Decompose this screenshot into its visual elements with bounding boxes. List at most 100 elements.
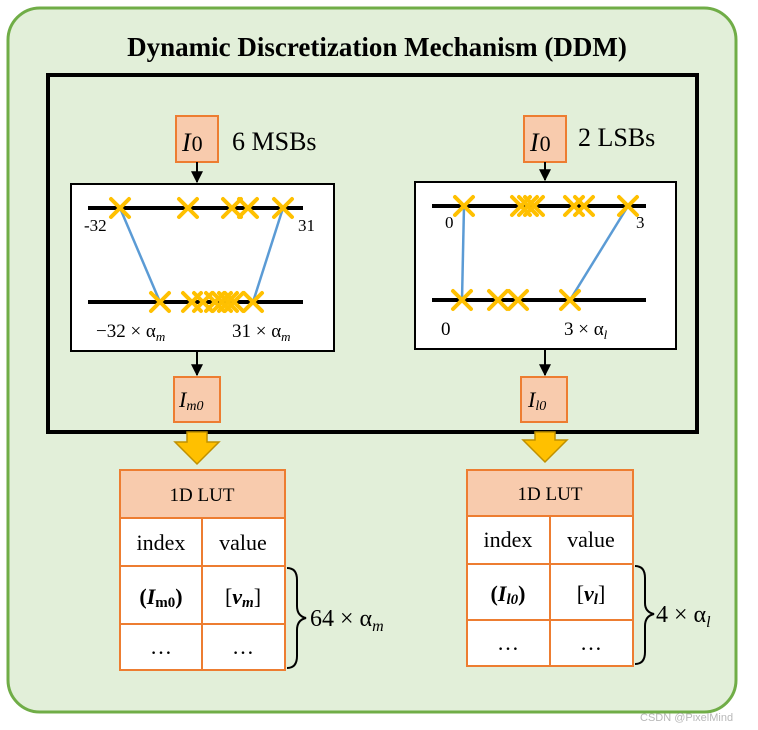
lut-left-col-value: value	[219, 530, 267, 555]
svg-text:I0: I0	[529, 128, 551, 157]
msb-bottom-left-label: −32 × α	[96, 321, 156, 342]
lut-left-size-sub: m	[372, 618, 384, 635]
svg-text:Il0: Il0	[527, 387, 546, 414]
lut-left-value-open: [	[225, 584, 232, 609]
watermark: CSDN @PixelMind	[640, 712, 733, 724]
lsb-bottom-marker	[451, 289, 473, 311]
lsb-bottom-markers	[451, 289, 581, 311]
lsb-output-symbol: I	[527, 387, 537, 412]
msb-top-marker	[221, 197, 243, 219]
lut-left-size-label: 64 × α	[310, 606, 373, 632]
lut-right-ellipsis-index: …	[497, 630, 519, 655]
lut-right-size-brace	[634, 565, 655, 665]
msb-map-line-left	[118, 207, 162, 303]
lsb-input-subscript: 0	[540, 131, 551, 156]
lut-left-index-symbol: I	[146, 584, 157, 609]
lsb-bottom-marker	[559, 289, 581, 311]
msb-top-right-tick: 31	[298, 216, 315, 235]
lut-right-ellipsis-value: …	[580, 630, 602, 655]
lut-right-value-entry-cell	[549, 563, 634, 621]
lut-left-value-symbol: v	[232, 584, 242, 609]
lut-right-size-sub: l	[706, 614, 711, 631]
lsb-top-marker	[453, 195, 475, 217]
lut-left-index-more-cell	[119, 623, 203, 671]
svg-text:[vl]: [vl]	[577, 581, 606, 608]
lsb-bottom-marker	[507, 289, 529, 311]
lut-left-value-more-cell	[201, 623, 286, 671]
msb-bottom-marker	[149, 291, 171, 313]
lut-left-ellipsis-index: …	[150, 634, 172, 659]
msb-output-symbol: I	[178, 387, 188, 412]
lut-right-header: 1D LUT	[518, 484, 583, 505]
lsb-map-line-right	[568, 205, 630, 301]
lut-right-index-subscript: l0	[506, 592, 518, 608]
lut-left-header-cell	[119, 469, 286, 519]
msb-top-marker	[237, 197, 259, 219]
svg-text:64 × αm: 64 × αm	[310, 606, 384, 635]
lsb-to-lut-arrow	[521, 431, 569, 464]
lut-right-value-open: [	[577, 581, 584, 606]
lut-right-value-subscript: l	[594, 592, 599, 608]
lsb-top-right-tick: 3	[636, 213, 645, 232]
svg-text:−32 × αm: −32 × αm	[96, 321, 165, 344]
msb-bottom-marker	[223, 291, 245, 313]
msb-bottom-marker	[217, 291, 239, 313]
lsb-input-node	[523, 115, 567, 163]
lsb-top-marker	[523, 195, 545, 217]
msb-top-marker	[177, 197, 199, 219]
lut-left-value-close: ]	[254, 584, 261, 609]
lut-left-header: 1D LUT	[170, 485, 235, 506]
msb-bottom-markers	[149, 291, 264, 313]
lut-left-index-open: (	[139, 584, 146, 609]
lut-right-index-open: (	[491, 581, 498, 606]
lsb-branch: I0 2 LSBs 0 3 0 3 × αl Il0	[414, 115, 677, 423]
lsb-output-node	[520, 376, 568, 423]
lsb-bottom-right-sub: l	[604, 327, 608, 342]
lsb-top-marker	[517, 195, 539, 217]
lsb-map-line-left	[460, 205, 466, 301]
ddm-inner-frame	[46, 73, 699, 434]
diagram-title: Dynamic Discretization Mechanism (DDM)	[127, 32, 627, 62]
lsb-output-subscript: l0	[535, 399, 546, 414]
lut-right-header-cell	[466, 469, 634, 517]
msb-bottom-right-label: 31 × α	[232, 321, 281, 342]
lut-left-col-index: index	[137, 530, 186, 555]
msb-input-subscript: 0	[192, 131, 203, 156]
lut-right-size-label: 4 × α	[656, 602, 707, 628]
lsb-bottom-left-label: 0	[441, 319, 451, 340]
lut-left-ellipsis-value: …	[232, 634, 254, 659]
msb-input-caption: 6 MSBs	[232, 127, 317, 156]
msb-map-line-right	[251, 207, 285, 303]
lut-left-value-subscript: m	[242, 595, 254, 611]
svg-text:(Im0): (Im0)	[139, 584, 182, 611]
msb-top-markers	[109, 197, 294, 219]
msb-top-left-tick: -32	[84, 216, 107, 235]
lsb-bottom-right-label: 3 × α	[564, 319, 604, 340]
svg-text:[vm]: [vm]	[225, 584, 261, 611]
lut-right-col-value: value	[567, 527, 615, 552]
svg-text:I0: I0	[181, 128, 203, 157]
lut-right-value-more-cell	[549, 619, 634, 667]
lsb-input-caption: 2 LSBs	[578, 123, 655, 152]
lut-left: 1D LUT index value (Im0) [vm] … … 64 × α…	[119, 469, 384, 671]
msb-top-marker	[109, 197, 131, 219]
lsb-top-markers	[453, 195, 639, 217]
lsb-top-marker	[617, 195, 639, 217]
msb-bottom-left-sub: m	[156, 329, 165, 344]
lut-right-index-more-cell	[466, 619, 551, 667]
msb-bottom-right-sub: m	[281, 329, 290, 344]
svg-text:3 × αl: 3 × αl	[564, 319, 608, 342]
svg-text:4 × αl: 4 × αl	[656, 602, 711, 631]
lut-left-size-brace	[286, 567, 307, 669]
msb-bottom-marker	[242, 291, 264, 313]
svg-text:Im0: Im0	[178, 387, 203, 414]
lut-left-value-cell	[201, 517, 286, 567]
lsb-top-marker	[573, 195, 595, 217]
msb-top-marker	[272, 197, 294, 219]
msb-output-node	[173, 376, 221, 423]
lut-left-index-close: )	[175, 584, 182, 609]
lsb-bottom-marker	[487, 289, 509, 311]
lut-right-index-close: )	[518, 581, 525, 606]
msb-branch: I0 6 MSBs -32 31 −32 × αm 31 × αm Im0	[70, 115, 335, 423]
